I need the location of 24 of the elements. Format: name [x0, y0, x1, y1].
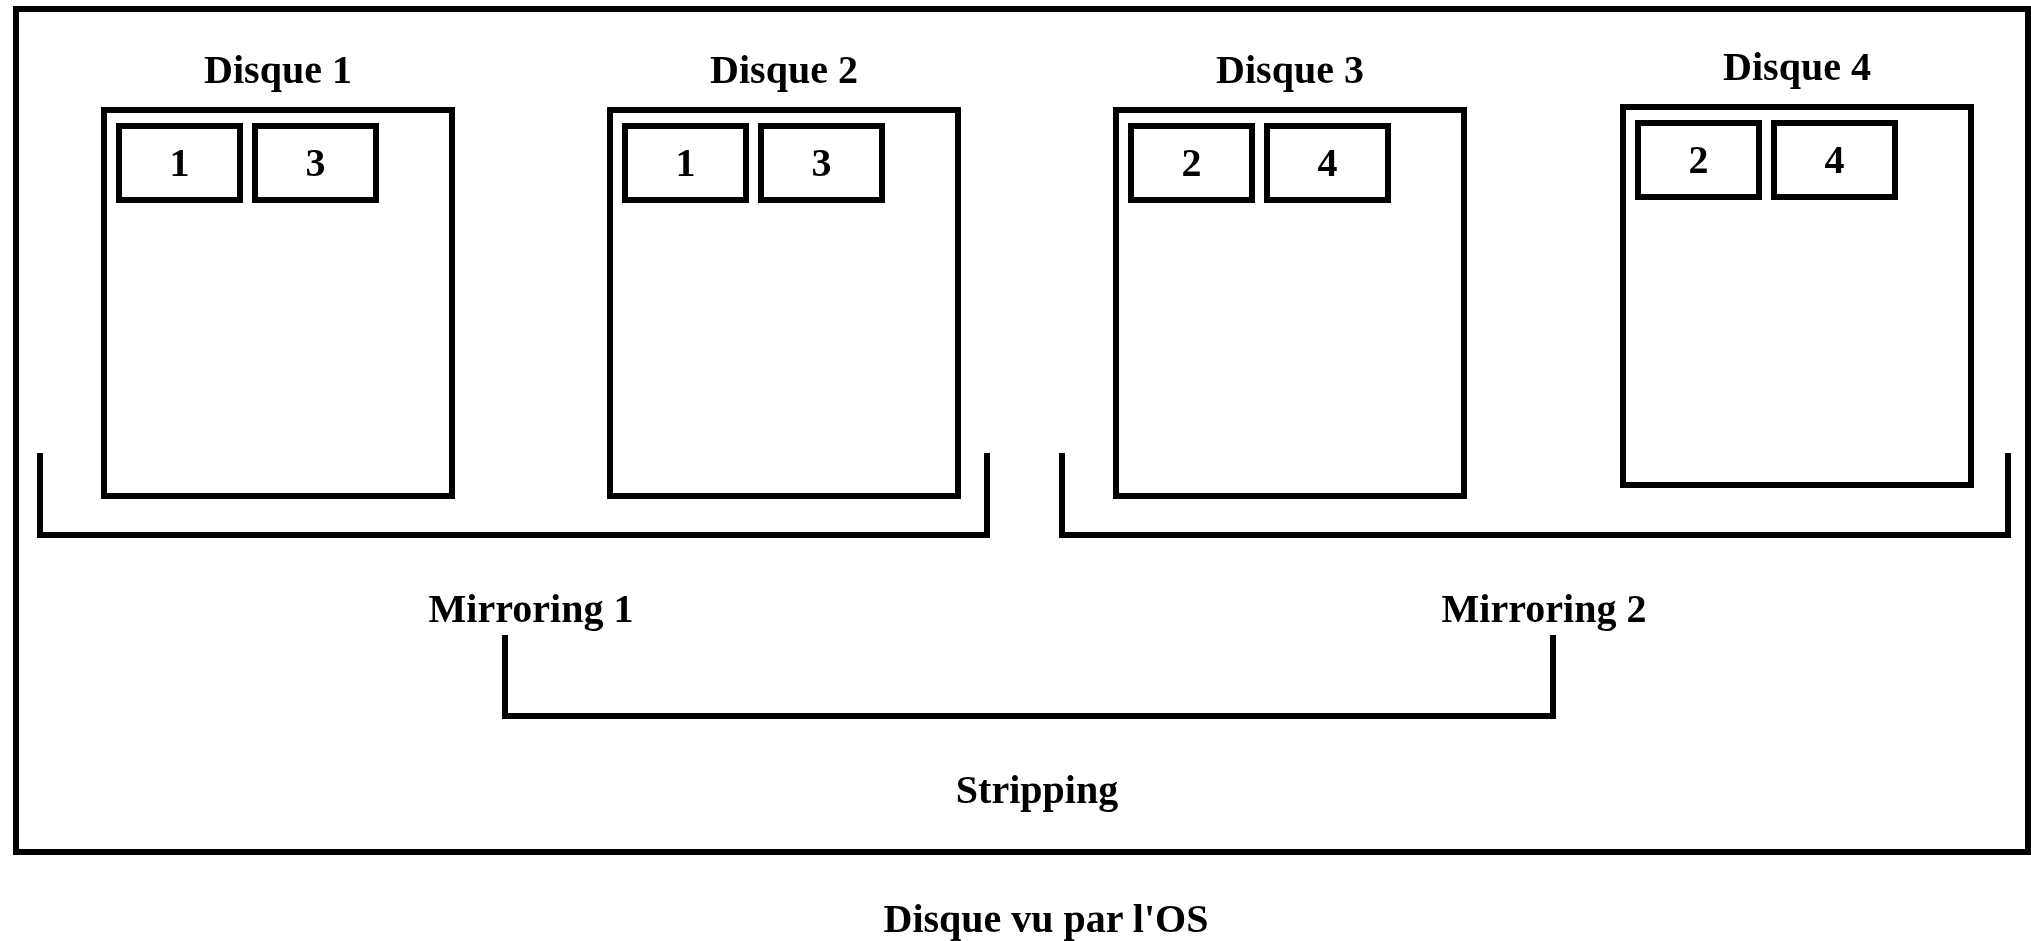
data-block — [116, 123, 243, 203]
data-block — [1264, 123, 1391, 203]
block-number: 3 — [305, 143, 326, 183]
block-number: 4 — [1317, 143, 1338, 183]
disk-title: Disque 2 — [709, 50, 859, 90]
disk-title: Disque 4 — [1722, 47, 1872, 87]
block-number: 4 — [1824, 140, 1845, 180]
data-block — [1771, 120, 1898, 200]
block-number: 3 — [811, 143, 832, 183]
diagram-caption: Disque vu par l'OS — [882, 899, 1210, 939]
block-number: 2 — [1181, 143, 1202, 183]
disk-title: Disque 1 — [203, 50, 353, 90]
data-block — [758, 123, 885, 203]
block-number: 1 — [675, 143, 696, 183]
group-label: Stripping — [955, 770, 1119, 810]
block-number: 1 — [169, 143, 190, 183]
block-number: 2 — [1688, 140, 1709, 180]
data-block — [252, 123, 379, 203]
disk-title: Disque 3 — [1215, 50, 1365, 90]
data-block — [1635, 120, 1762, 200]
data-block — [1128, 123, 1255, 203]
group-label: Mirroring 1 — [428, 589, 634, 629]
data-block — [622, 123, 749, 203]
group-label: Mirroring 2 — [1441, 589, 1647, 629]
